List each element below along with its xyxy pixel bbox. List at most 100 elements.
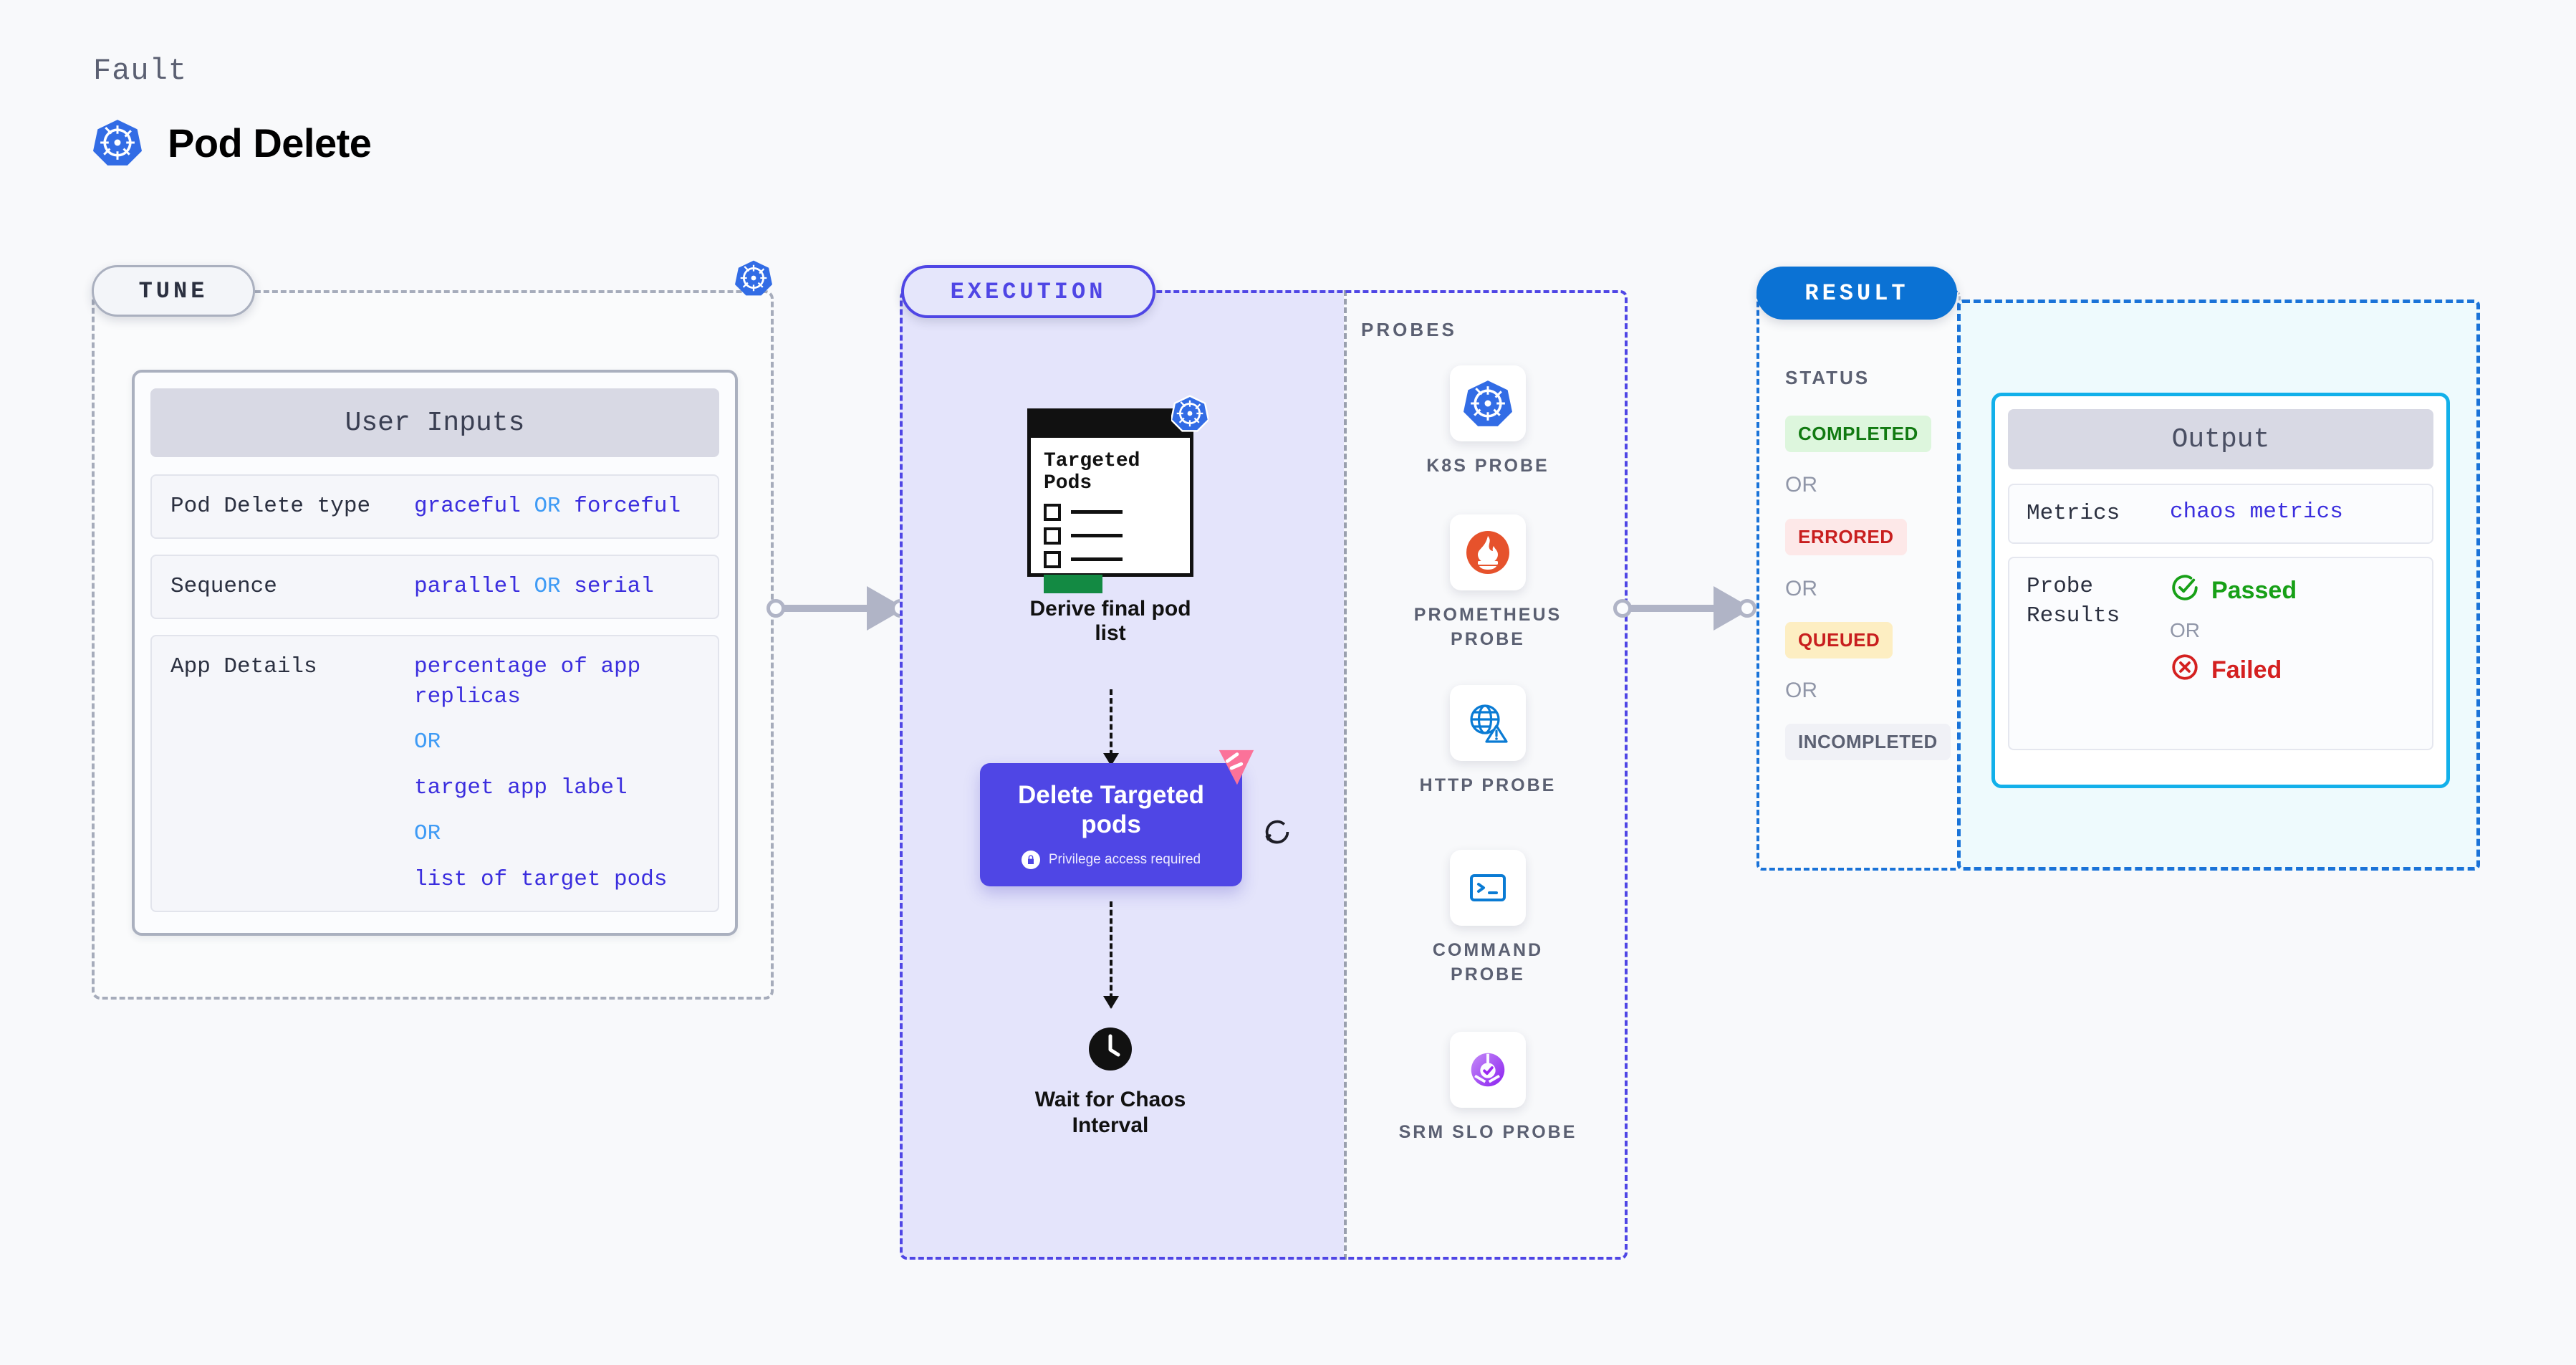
user-inputs-title: User Inputs	[150, 388, 719, 457]
value-percentage-of-app-replicas: percentage of app replicas	[414, 653, 641, 709]
delete-targeted-pods-node[interactable]: Delete Targeted pods Privilege access re…	[980, 749, 1254, 886]
probe-result-passed: Passed	[2170, 573, 2297, 609]
placeholder-line	[1071, 534, 1123, 538]
wait-for-chaos-interval-node[interactable]: Wait for Chaos Interval	[1024, 1026, 1196, 1139]
status-title: STATUS	[1785, 367, 1870, 388]
status-badge: ERRORED	[1785, 519, 1907, 555]
checkbox-icon	[1044, 503, 1061, 521]
card-body: Targeted Pods	[1031, 438, 1190, 602]
row-label-app-details: App Details	[170, 653, 317, 679]
probe-label: SRM SLO PROBE	[1398, 1122, 1577, 1142]
kubernetes-icon	[1170, 395, 1210, 436]
list-item	[1044, 503, 1177, 521]
probe-label: HTTP PROBE	[1419, 775, 1557, 795]
checkbox-icon	[1044, 550, 1061, 568]
placeholder-line	[1071, 510, 1123, 514]
or-separator: OR	[1785, 473, 1817, 497]
status-badge: QUEUED	[1785, 622, 1893, 658]
row-label-pod-delete-type: Pod Delete type	[170, 494, 371, 519]
row-values-probe-results: Passed OR Failed	[2170, 573, 2297, 689]
row-label-metrics: Metrics	[2027, 501, 2120, 526]
or-separator: OR	[534, 573, 561, 599]
probe-item-k8s[interactable]: K8S PROBE	[1398, 365, 1577, 479]
tune-panel-tag[interactable]: TUNE	[92, 265, 255, 317]
check-circle-icon	[2170, 573, 2200, 609]
or-separator: OR	[2170, 619, 2200, 642]
table-row: Pod Delete type graceful OR forceful	[150, 474, 719, 539]
row-values-app-details: percentage of app replicas OR target app…	[414, 652, 693, 895]
or-separator: OR	[534, 494, 561, 519]
targeted-pods-card: Targeted Pods	[1027, 395, 1210, 593]
value-parallel: parallel	[414, 573, 521, 599]
or-separator: OR	[1785, 577, 1817, 600]
status-badge: INCOMPLETED	[1785, 724, 1951, 760]
value-graceful: graceful	[414, 494, 521, 519]
value-list-of-target-pods: list of target pods	[414, 866, 668, 892]
terminal-icon	[1450, 850, 1526, 926]
placeholder-line	[1071, 557, 1123, 562]
probe-item-prometheus[interactable]: PROMETHEUS PROBE	[1398, 514, 1577, 652]
prometheus-icon	[1450, 514, 1526, 590]
or-separator: OR	[414, 729, 441, 755]
delete-targeted-pods-label: Delete Targeted pods	[1018, 780, 1204, 838]
row-label-sequence: Sequence	[170, 573, 277, 599]
list-item	[1044, 550, 1177, 568]
probe-item-command[interactable]: COMMAND PROBE	[1398, 850, 1577, 987]
table-row: Probe Results Passed OR	[2008, 557, 2433, 751]
probe-result-failed-label: Failed	[2211, 656, 2282, 684]
user-inputs-card: User Inputs Pod Delete type graceful OR …	[132, 370, 738, 936]
or-separator: OR	[1785, 679, 1817, 702]
probe-label: COMMAND PROBE	[1432, 940, 1544, 985]
privilege-note-label: Privilege access required	[1048, 852, 1201, 868]
x-circle-icon	[2170, 652, 2200, 689]
srm-slo-icon	[1450, 1032, 1526, 1108]
retry-icon[interactable]	[1261, 815, 1294, 852]
connector-execution-to-result	[1613, 586, 1756, 631]
value-forceful: forceful	[574, 494, 681, 519]
execution-panel	[900, 290, 1628, 1260]
probe-label: PROMETHEUS PROBE	[1413, 605, 1562, 649]
derive-pod-list-label: Derive final pod list	[1029, 597, 1191, 645]
wait-for-chaos-interval-label: Wait for Chaos Interval	[1034, 1088, 1186, 1137]
kubernetes-icon	[93, 118, 142, 167]
lock-icon	[1021, 851, 1040, 870]
probe-item-srm-slo[interactable]: SRM SLO PROBE	[1398, 1032, 1577, 1145]
table-row: Metrics chaos metrics	[2008, 484, 2433, 545]
execution-panel-tag[interactable]: EXECUTION	[901, 265, 1155, 318]
status-badge: COMPLETED	[1785, 416, 1931, 452]
targeted-pods-card-title: Targeted Pods	[1044, 450, 1140, 494]
output-card: Output Metrics chaos metrics Probe Resul…	[1991, 393, 2450, 788]
checkbox-icon	[1044, 527, 1061, 545]
value-serial: serial	[574, 573, 654, 599]
flow-arrow	[1103, 901, 1119, 1009]
probes-title: PROBES	[1361, 319, 1457, 340]
output-card-title: Output	[2008, 409, 2433, 469]
probe-label: K8S PROBE	[1426, 456, 1549, 476]
row-value-metrics: chaos metrics	[2170, 499, 2343, 525]
row-values-pod-delete-type: graceful OR forceful	[414, 492, 681, 522]
connector-tune-to-execution	[766, 586, 910, 631]
probe-result-failed: Failed	[2170, 652, 2297, 689]
table-row: Sequence parallel OR serial	[150, 554, 719, 619]
card-titlebar	[1031, 412, 1190, 438]
clock-icon	[1087, 1026, 1133, 1076]
kubernetes-icon	[1450, 365, 1526, 441]
litmus-icon	[1213, 746, 1258, 794]
list-item	[1044, 527, 1177, 545]
row-values-sequence: parallel OR serial	[414, 572, 654, 602]
privilege-note: Privilege access required	[1021, 851, 1201, 870]
flow-arrow	[1103, 689, 1119, 766]
or-separator: OR	[414, 821, 441, 847]
page-title: Pod Delete	[168, 120, 372, 166]
page-eyebrow-label: Fault	[93, 54, 188, 88]
probe-item-http[interactable]: HTTP PROBE	[1398, 685, 1577, 798]
probe-result-passed-label: Passed	[2211, 577, 2297, 605]
row-label-probe-results: Probe Results	[2027, 574, 2120, 628]
progress-bar	[1044, 574, 1102, 593]
page-title-row: Pod Delete	[93, 118, 372, 167]
kubernetes-icon	[735, 259, 772, 300]
derive-pod-list-node[interactable]: Targeted Pods	[1027, 395, 1210, 646]
result-panel-tag[interactable]: RESULT	[1756, 267, 1957, 320]
value-target-app-label: target app label	[414, 775, 628, 801]
